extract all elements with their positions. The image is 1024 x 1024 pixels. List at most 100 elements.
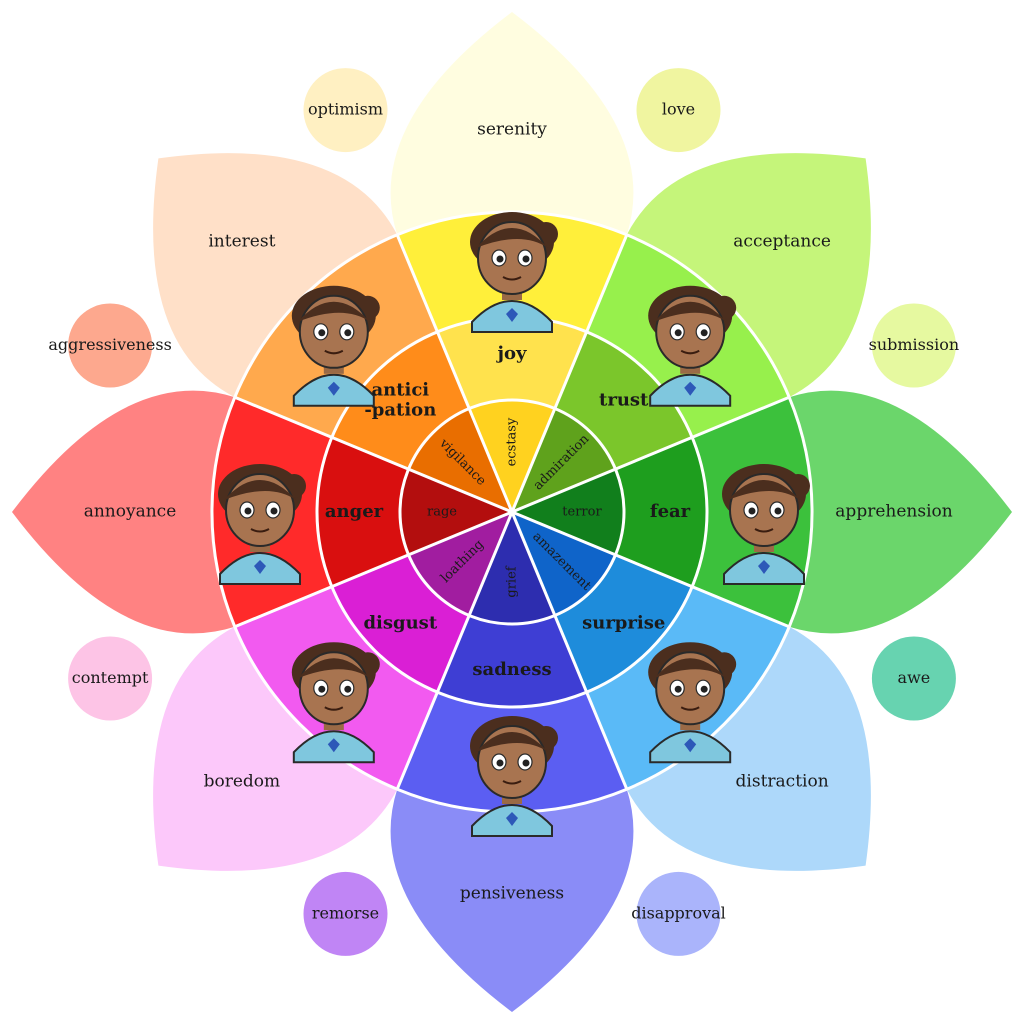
separator-line xyxy=(511,395,790,514)
label-primary-line: disgust xyxy=(363,613,437,634)
character-mouth xyxy=(754,528,774,533)
combo-label: remorse xyxy=(312,903,379,922)
label-primary-line: trust xyxy=(599,389,649,410)
character-pupil xyxy=(522,759,530,767)
separator-arc xyxy=(233,626,398,791)
separator-line xyxy=(510,234,629,513)
combo-label: awe xyxy=(898,668,931,687)
combo-circle xyxy=(68,636,153,721)
character-pupil xyxy=(344,329,352,337)
character-pupil xyxy=(748,507,756,515)
character-fringe xyxy=(654,301,727,322)
butterfly-icon xyxy=(506,812,518,826)
label-primary-line: joy xyxy=(496,343,528,364)
butterfly-icon xyxy=(327,738,340,753)
label-primary-trust: trust xyxy=(599,389,649,410)
combo-optimism: optimism xyxy=(303,68,388,153)
character-pupil xyxy=(496,759,504,767)
character-fringe xyxy=(476,732,548,752)
label-intense-joy: ecstasy xyxy=(505,417,520,466)
core-trust xyxy=(512,408,616,512)
combo-label: contempt xyxy=(72,668,149,687)
label-primary-joy: joy xyxy=(496,343,528,364)
label-primary-line: sadness xyxy=(472,659,551,680)
separator-line xyxy=(395,234,514,513)
character-trust xyxy=(648,285,737,407)
character-pupil xyxy=(318,329,326,337)
ring-anticipation xyxy=(331,331,470,470)
character-mouth xyxy=(324,706,344,711)
combo-love: love xyxy=(636,68,721,153)
character-anger xyxy=(218,464,306,585)
label-intense-anger: rage xyxy=(427,505,457,520)
label-primary-line: anger xyxy=(325,501,384,522)
label-intense-sadness: grief xyxy=(505,565,520,597)
ring-joy xyxy=(437,316,587,409)
ring-anger xyxy=(316,437,409,587)
ring-layer xyxy=(210,210,814,814)
petal-outer-trust xyxy=(626,153,871,398)
separator-arc xyxy=(787,396,814,628)
character-fringe xyxy=(476,228,548,248)
petal-outer-joy xyxy=(390,12,634,235)
combo-circle xyxy=(68,303,153,388)
separator-arc xyxy=(210,396,237,628)
separator-line xyxy=(395,511,514,790)
character-pupil xyxy=(244,507,252,515)
core-anticipation xyxy=(408,408,512,512)
butterfly-icon xyxy=(684,381,697,396)
label-primary-fear: fear xyxy=(650,501,691,522)
character-pupil xyxy=(318,685,326,693)
label-primary-anticipation: antici-pation xyxy=(364,379,436,420)
ring-sadness xyxy=(437,615,587,708)
butterfly-icon xyxy=(327,381,340,396)
label-primary-disgust: disgust xyxy=(363,613,437,634)
character-mouth xyxy=(324,349,344,355)
character-pupil xyxy=(774,507,782,515)
combo-circle xyxy=(303,68,388,153)
label-layer: serenityjoyecstasyacceptancetrustadmirat… xyxy=(84,120,953,904)
combo-circle xyxy=(636,68,721,153)
character-pupil xyxy=(270,507,278,515)
label-outer-joy: serenity xyxy=(477,120,547,140)
combo-aggressiveness: aggressiveness xyxy=(48,303,172,388)
label-primary-line: antici xyxy=(371,379,429,400)
character-mouth xyxy=(502,780,522,785)
character-pupil xyxy=(674,329,682,337)
combo-remorse: remorse xyxy=(303,871,388,956)
character-pupil xyxy=(344,685,352,693)
core-sadness xyxy=(469,512,555,625)
combo-label: submission xyxy=(869,335,960,354)
combo-circle xyxy=(871,636,956,721)
label-outer-fear: apprehension xyxy=(835,502,952,522)
label-primary-surprise: surprise xyxy=(582,613,665,634)
petal-outer-anger xyxy=(12,390,235,634)
petal-outer-surprise xyxy=(626,626,871,871)
label-outer-trust: acceptance xyxy=(733,231,831,251)
combo-contempt: contempt xyxy=(68,636,153,721)
core-boundary xyxy=(398,398,626,626)
combo-submission: submission xyxy=(869,303,960,388)
combo-label: optimism xyxy=(308,100,383,119)
character-mouth xyxy=(680,706,700,711)
label-primary-anger: anger xyxy=(325,501,384,522)
label-intense-fear: terror xyxy=(562,505,602,520)
character-fringe xyxy=(297,658,370,679)
combo-awe: awe xyxy=(871,636,956,721)
separator-line xyxy=(234,395,513,514)
petal-outer-anticipation xyxy=(153,153,398,398)
label-outer-anticipation: interest xyxy=(208,231,275,251)
character-pupil xyxy=(522,255,530,263)
label-outer-surprise: distraction xyxy=(736,772,829,792)
butterfly-icon xyxy=(506,308,518,322)
separator-line xyxy=(510,511,629,790)
character-fringe xyxy=(297,301,370,322)
core-disgust xyxy=(408,512,512,616)
separator-line xyxy=(234,510,513,629)
character-anticipation xyxy=(291,285,380,407)
combo-label: aggressiveness xyxy=(48,335,171,354)
character-mouth xyxy=(502,276,522,281)
label-primary-line: surprise xyxy=(582,613,665,634)
character-pupil xyxy=(700,685,708,693)
